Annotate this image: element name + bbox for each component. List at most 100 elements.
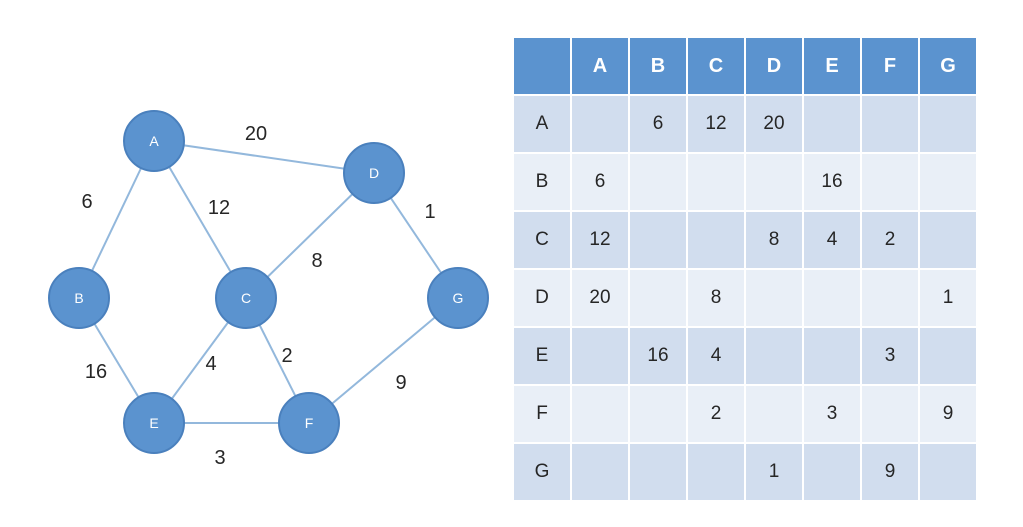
matrix-row-header: C [514,212,570,268]
matrix-cell [630,212,686,268]
node-circle [427,267,489,329]
matrix-cell: 12 [688,96,744,152]
node-d: D [343,142,405,204]
matrix-cell: 16 [630,328,686,384]
edge-weight-e-f: 3 [214,447,225,469]
node-b: B [48,267,110,329]
edge-weight-b-e: 16 [85,361,107,383]
adjacency-matrix-table: A B C D E F G A 6 12 20 B 6 16 [512,36,978,502]
matrix-row-f: F 2 3 9 [514,386,976,442]
matrix-cell [920,328,976,384]
edge-weight-a-c: 12 [208,197,230,219]
node-circle [123,392,185,454]
matrix-cell [804,444,860,500]
matrix-row-header: G [514,444,570,500]
matrix-cell: 1 [746,444,802,500]
node-f: F [278,392,340,454]
matrix-cell: 2 [688,386,744,442]
matrix-cell: 9 [920,386,976,442]
matrix-cell [630,154,686,210]
node-e: E [123,392,185,454]
matrix-cell [572,386,628,442]
matrix-cell: 2 [862,212,918,268]
matrix-cell [804,96,860,152]
matrix-cell [630,270,686,326]
node-label: G [453,290,464,306]
matrix-row-header: A [514,96,570,152]
matrix-row-header: B [514,154,570,210]
node-label: A [149,133,159,149]
matrix-cell: 16 [804,154,860,210]
node-circle [123,110,185,172]
matrix-row-a: A 6 12 20 [514,96,976,152]
matrix-cell: 8 [688,270,744,326]
node-label: C [241,290,251,306]
matrix-cell [920,444,976,500]
matrix-cell [804,328,860,384]
matrix-row-g: G 1 9 [514,444,976,500]
matrix-row-c: C 12 8 4 2 [514,212,976,268]
matrix-cell [688,154,744,210]
node-a: A [123,110,185,172]
matrix-cell: 20 [746,96,802,152]
matrix-cell: 1 [920,270,976,326]
edge-weight-d-g: 1 [424,201,435,223]
matrix-cell: 9 [862,444,918,500]
edge-weight-a-d: 20 [245,123,267,145]
node-circle [278,392,340,454]
node-circle [48,267,110,329]
matrix-col-header-f: F [862,38,918,94]
matrix-row-header: E [514,328,570,384]
node-circle [215,267,277,329]
matrix-cell: 4 [804,212,860,268]
edge-a-d [153,140,375,174]
node-label: B [74,290,83,306]
matrix-cell [920,96,976,152]
matrix-cell: 3 [804,386,860,442]
edge-weight-d-c: 8 [311,250,322,272]
node-label: F [305,415,314,431]
matrix-cell [746,386,802,442]
matrix-col-header-c: C [688,38,744,94]
matrix-cell [746,270,802,326]
matrix-cell [862,96,918,152]
matrix-col-header-g: G [920,38,976,94]
node-circle [343,142,405,204]
matrix-cell: 6 [630,96,686,152]
matrix-row-header: F [514,386,570,442]
matrix-row-d: D 20 8 1 [514,270,976,326]
node-g: G [427,267,489,329]
matrix-header-row: A B C D E F G [514,38,976,94]
matrix-cell: 8 [746,212,802,268]
graph-nodes: A B C D E F G [48,110,489,454]
matrix-cell: 4 [688,328,744,384]
matrix-col-header-b: B [630,38,686,94]
node-label: E [149,415,158,431]
matrix-cell [688,212,744,268]
matrix-row-b: B 6 16 [514,154,976,210]
matrix-row-e: E 16 4 3 [514,328,976,384]
edge-g-f [308,297,459,424]
edge-weight-g-f: 9 [395,372,406,394]
matrix-cell [862,386,918,442]
matrix-cell [746,328,802,384]
matrix-cell: 3 [862,328,918,384]
matrix-cell [862,270,918,326]
matrix-body: A 6 12 20 B 6 16 C 12 8 4 2 [514,96,976,500]
edge-weight-c-f: 2 [281,345,292,367]
matrix-cell [572,444,628,500]
matrix-cell [688,444,744,500]
matrix-cell [920,154,976,210]
matrix-cell [746,154,802,210]
matrix-header: A B C D E F G [514,38,976,94]
edge-weight-a-b: 6 [81,191,92,213]
matrix-col-header-e: E [804,38,860,94]
node-c: C [215,267,277,329]
node-label: D [369,165,379,181]
matrix-cell: 12 [572,212,628,268]
matrix-corner-cell [514,38,570,94]
matrix-col-header-d: D [746,38,802,94]
matrix-cell [572,328,628,384]
edge-weight-c-e: 4 [205,353,216,375]
